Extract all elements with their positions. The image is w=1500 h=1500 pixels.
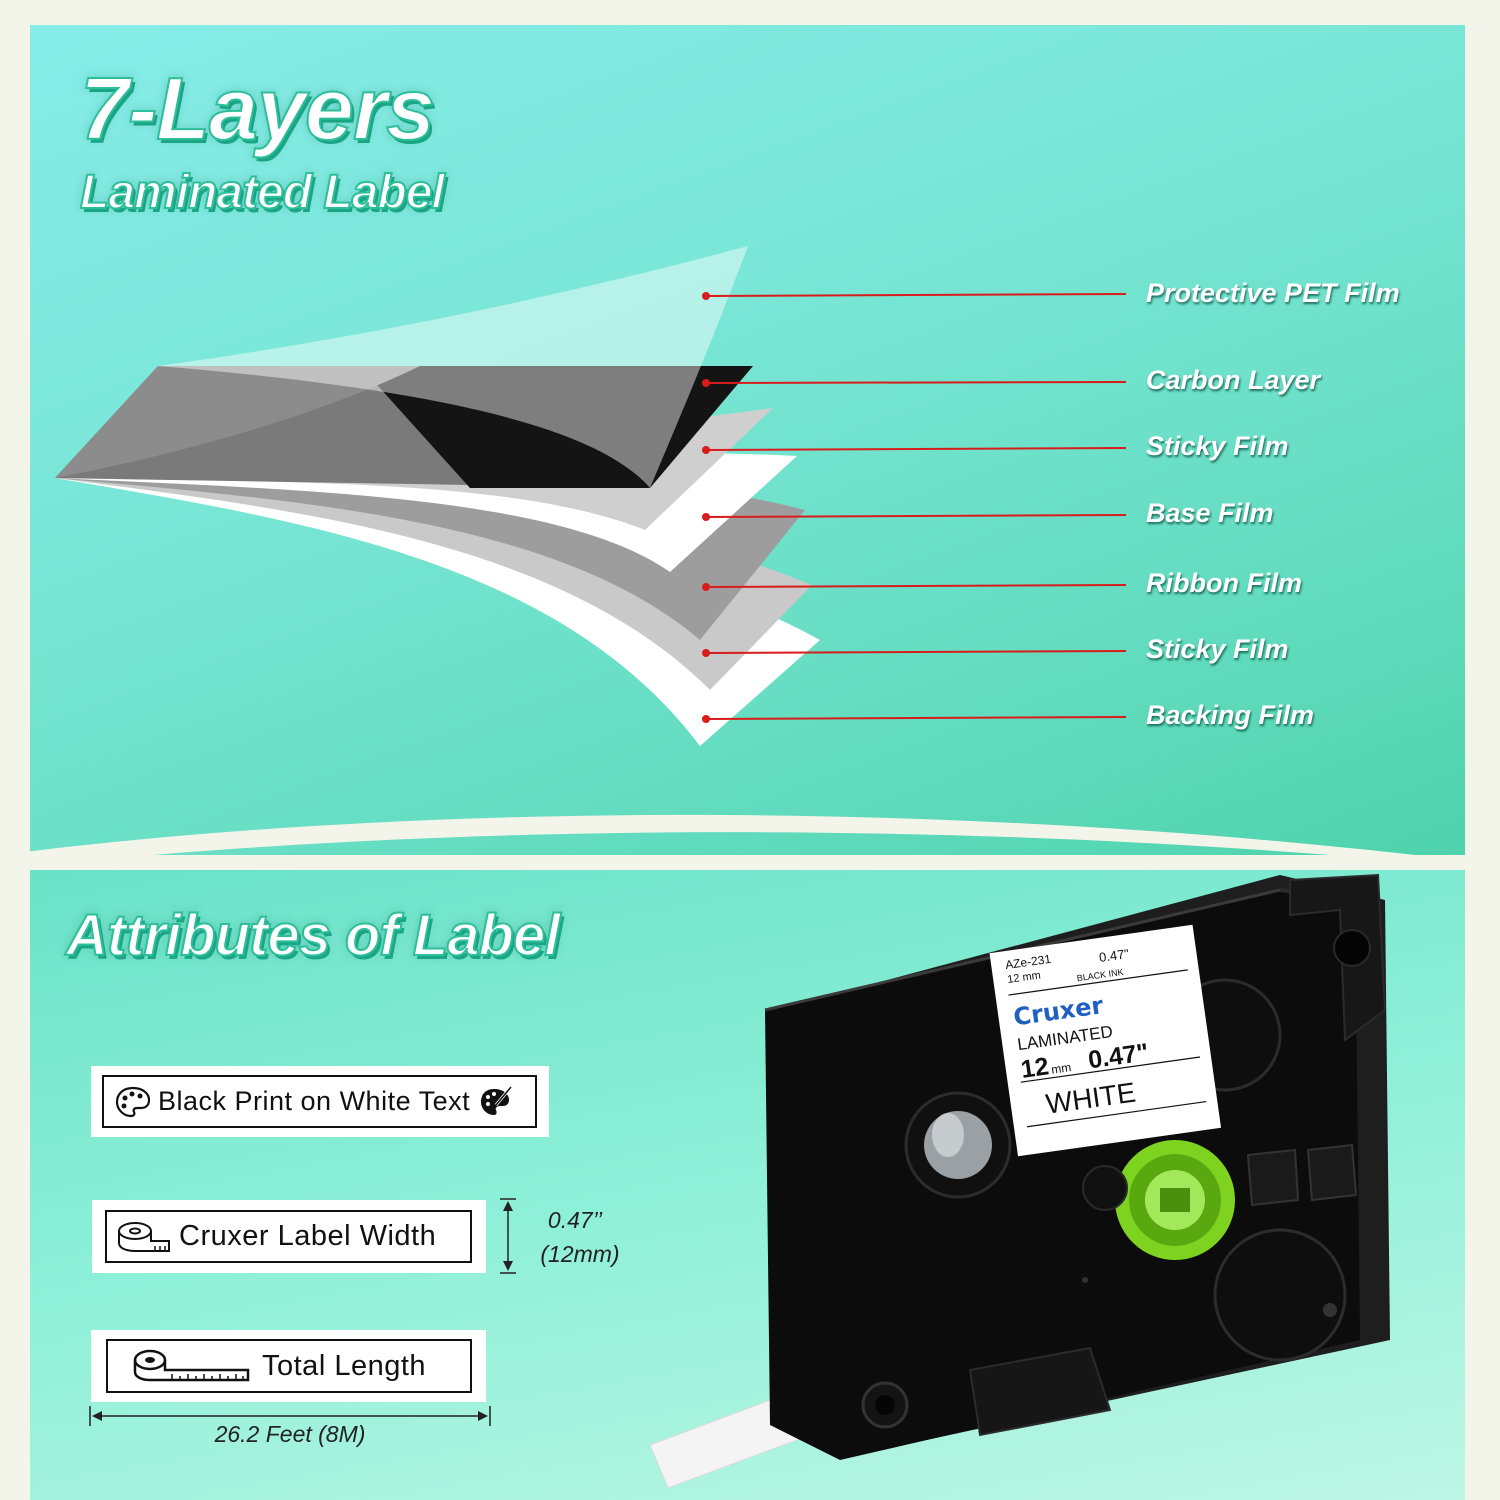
attr-length-card: Total Length — [91, 1330, 486, 1402]
attr-print-label: Black Print on White Text — [158, 1086, 471, 1116]
label-top-inch: 0.47" — [1098, 946, 1130, 965]
layer-label-sticky-2: Sticky Film — [1146, 634, 1289, 664]
layer-label-base: Base Film — [1146, 498, 1274, 528]
measuring-tape-icon — [133, 1349, 250, 1382]
length-value: 26.2 Feet (8M) — [214, 1421, 366, 1447]
label-size-mm: 12 — [1019, 1052, 1050, 1084]
attr-length-label: Total Length — [262, 1349, 427, 1382]
leader-dots — [702, 292, 710, 723]
layer-label-sticky-1: Sticky Film — [1146, 431, 1289, 461]
page-subtitle: Laminated Label — [79, 165, 446, 220]
layer-label-ribbon: Ribbon Film — [1146, 568, 1302, 598]
paint-brush-icon — [481, 1085, 513, 1115]
cartridge-label: AZe-231 12 mm 0.47" BLACK INK Cruxer LAM… — [989, 924, 1222, 1157]
length-dimension-arrow — [89, 1406, 491, 1426]
attr-print-card: Black Print on White Text — [91, 1066, 549, 1137]
attributes-title: Attributes of Label — [65, 902, 561, 969]
width-dimension-arrow — [500, 1198, 516, 1274]
width-value-metric: (12mm) — [540, 1241, 620, 1267]
layer-illustration — [55, 246, 1127, 746]
label-tape-icon — [118, 1221, 170, 1252]
page-title: 7-Layers — [79, 58, 436, 159]
divider-wave — [0, 814, 1500, 870]
label-code: AZe-231 — [1004, 952, 1052, 972]
label-size-unit: mm — [1050, 1060, 1072, 1077]
layer-label-carbon: Carbon Layer — [1146, 365, 1321, 395]
label-top-size: 12 mm — [1007, 969, 1042, 986]
attr-width-label: Cruxer Label Width — [179, 1220, 437, 1252]
layer-label-backing: Backing Film — [1146, 700, 1315, 730]
tape-cartridge: AZe-231 12 mm 0.47" BLACK INK Cruxer LAM… — [649, 873, 1390, 1489]
leader-lines — [705, 293, 1127, 720]
attr-width-card: Cruxer Label Width — [92, 1200, 486, 1273]
width-value: 0.47’’ — [547, 1207, 603, 1233]
layer-label-pet: Protective PET Film — [1146, 278, 1400, 308]
layer-sheet-pet — [158, 246, 748, 488]
palette-icon — [115, 1086, 151, 1117]
